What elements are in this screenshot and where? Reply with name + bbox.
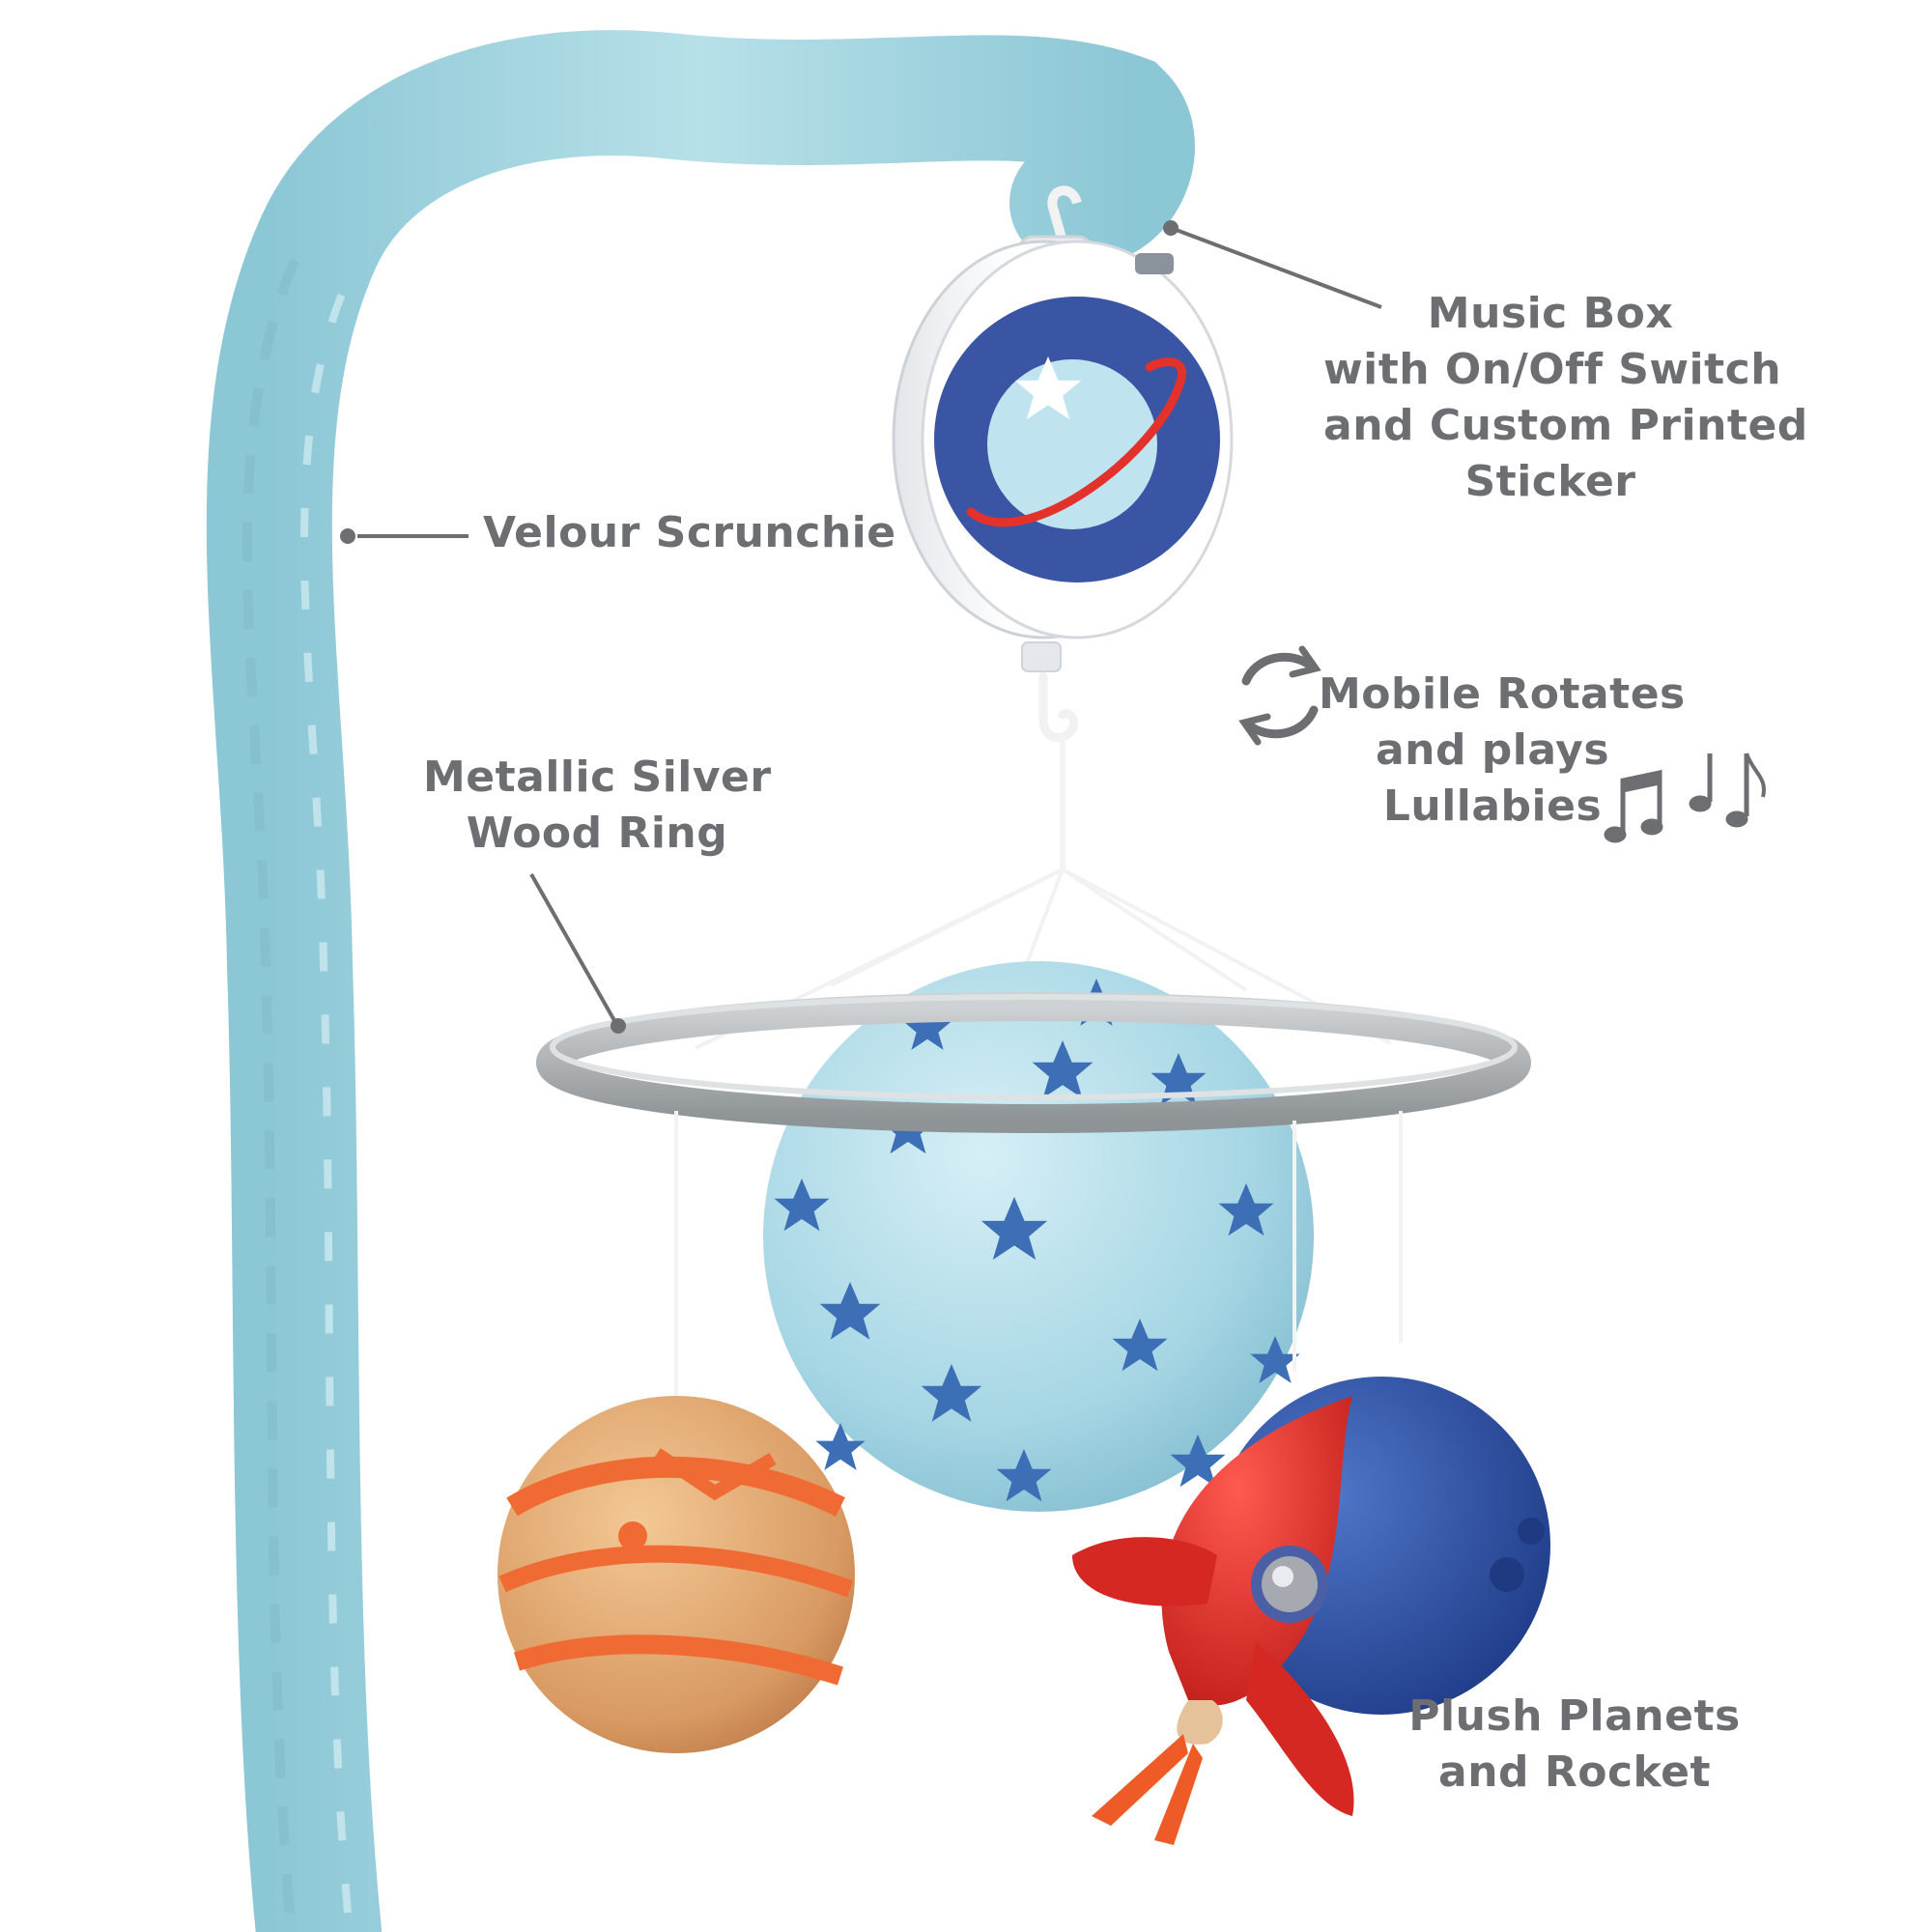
- ring-callout: Metallic Silver Wood Ring: [423, 750, 771, 862]
- callout-line: Sticker: [1464, 457, 1636, 506]
- velour-scrunchie-arm: [206, 30, 1195, 1932]
- on-off-switch: [1135, 253, 1174, 274]
- rotate-callout: Mobile Rotates and plays Lullabies: [1319, 667, 1686, 835]
- callout-line: and Rocket: [1438, 1747, 1711, 1797]
- top-hook: [1047, 185, 1082, 243]
- drop-strings: [674, 1111, 1403, 1406]
- plush-callout: Plush Planets and Rocket: [1391, 1689, 1758, 1801]
- star-planet: [763, 961, 1314, 1512]
- callout-line: Velour Scrunchie: [483, 508, 896, 557]
- callout-line: Music Box: [1427, 289, 1674, 338]
- leader-lines: [340, 220, 1382, 1034]
- callout-line: Mobile Rotates: [1319, 669, 1686, 719]
- callout-line: and plays: [1375, 725, 1610, 775]
- callout-line: with On/Off Switch: [1323, 345, 1782, 394]
- music-box: [892, 235, 1234, 672]
- music-notes-icon: [1604, 753, 1766, 843]
- callout-line: Metallic Silver: [423, 753, 772, 802]
- metallic-silver-ring: [536, 992, 1531, 1133]
- hanging-strings: [695, 867, 1392, 1073]
- velour-scrunchie-callout: Velour Scrunchie: [483, 505, 896, 561]
- callout-line: Plush Planets: [1408, 1691, 1741, 1741]
- music-box-callout: Music Box with On/Off Switch and Custom …: [1323, 286, 1808, 510]
- callout-line: Lullabies: [1382, 781, 1603, 831]
- rotate-arrows-icon: [1238, 645, 1321, 746]
- bottom-hook: [1038, 671, 1079, 743]
- callout-line: Wood Ring: [466, 809, 728, 858]
- plush-rocket: [1072, 1396, 1354, 1845]
- callout-line: and Custom Printed: [1323, 401, 1808, 450]
- orange-planet: [497, 1396, 855, 1753]
